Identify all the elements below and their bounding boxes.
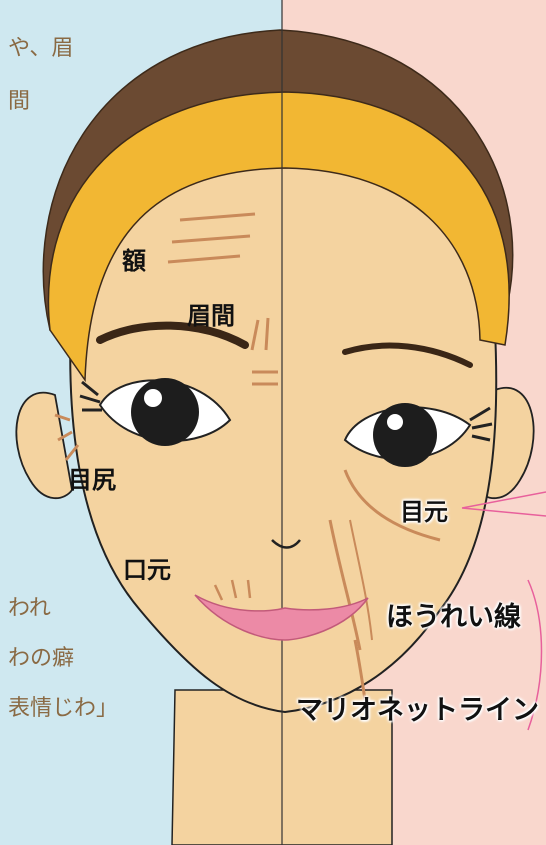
side-text-line-2: 間 bbox=[8, 89, 31, 114]
side-bracket bbox=[527, 579, 543, 731]
label-marionette: マリオネットライン bbox=[296, 695, 539, 726]
label-forehead: 額 bbox=[122, 247, 146, 275]
side-text-line-3: われ bbox=[8, 596, 51, 621]
lips bbox=[194, 594, 369, 641]
side-text-line-4: わの癖 bbox=[8, 646, 75, 671]
pointer-line bbox=[461, 491, 546, 517]
label-eye-corner-inner: 目元 bbox=[400, 498, 448, 526]
label-mouth: 口元 bbox=[123, 556, 171, 584]
label-eye-corner-outer: 目尻 bbox=[68, 466, 116, 494]
left-eyebrow bbox=[96, 321, 249, 349]
side-text-line-5: 表情じわ」 bbox=[8, 696, 119, 721]
right-eyebrow bbox=[342, 342, 473, 368]
label-nasolabial: ほうれい線 bbox=[386, 602, 521, 633]
headband bbox=[47, 91, 510, 383]
label-glabella: 眉間 bbox=[187, 302, 235, 330]
left-ear bbox=[15, 391, 73, 500]
side-text-line-1: や、眉 bbox=[8, 36, 74, 61]
